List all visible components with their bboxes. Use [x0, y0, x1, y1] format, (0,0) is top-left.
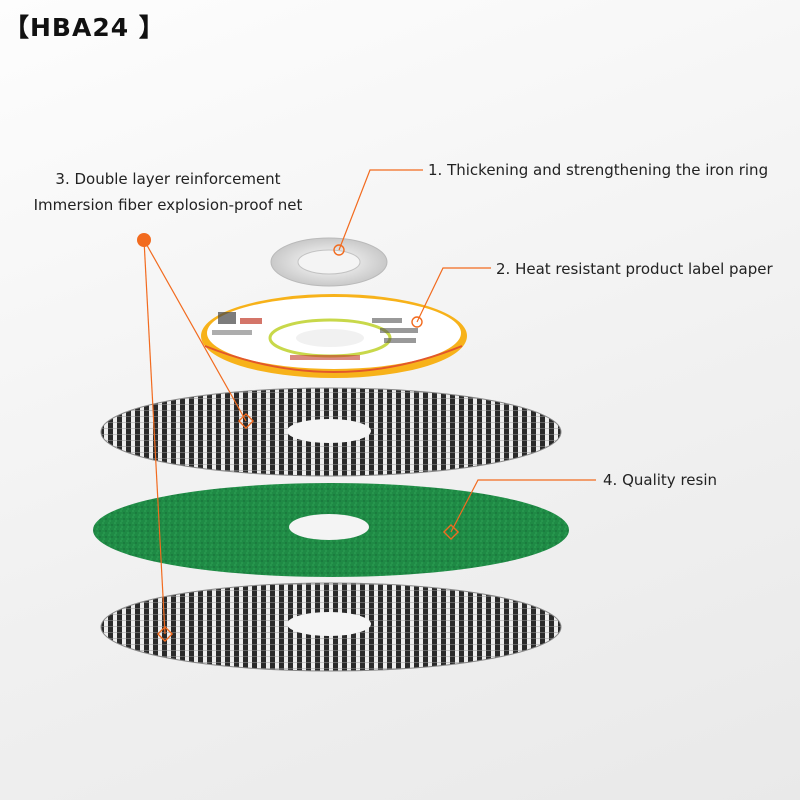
leader-label — [416, 267, 491, 323]
leader-ring — [338, 169, 423, 251]
callout-fiber-mesh: 3. Double layer reinforcement Immersion … — [14, 166, 322, 218]
iron-ring — [270, 237, 388, 287]
leader-resin — [450, 479, 596, 533]
lower-fiber-mesh-disc — [100, 582, 562, 672]
upper-fiber-mesh-disc — [100, 387, 562, 477]
callout-iron-ring: 1. Thickening and strengthening the iron… — [428, 161, 769, 179]
label-paper-disc — [201, 294, 467, 378]
mesh-upper-marker — [237, 412, 255, 430]
ring-marker — [333, 244, 345, 256]
callout-label-paper: 2. Heat resistant product label paper — [496, 260, 773, 278]
callout-markers — [137, 233, 460, 643]
leader-mesh-lower — [143, 239, 166, 635]
resin-disc — [93, 483, 569, 577]
callout-resin: 4. Quality resin — [603, 471, 718, 489]
leader-lines — [143, 169, 596, 635]
label-marker — [411, 316, 423, 328]
leader-mesh-upper — [143, 239, 247, 422]
callout-mesh-line2: Immersion fiber explosion-proof net — [33, 196, 303, 214]
mesh-anchor-dot — [137, 233, 151, 247]
callout-mesh-line1: 3. Double layer reinforcement — [55, 170, 281, 188]
mesh-lower-marker — [156, 625, 174, 643]
brand-title: 【HBA24 】 — [4, 13, 165, 42]
resin-marker — [442, 523, 460, 541]
